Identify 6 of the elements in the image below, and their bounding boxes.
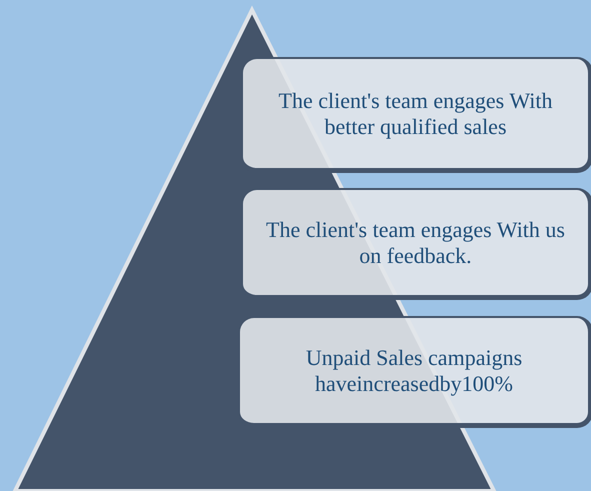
text-box [241,57,591,173]
box-text: The client's team engages With better qualified sales [278,88,554,139]
box-text: Unpaid Sales campaigns haveincreasedby100% [304,345,524,396]
box-text: The client's team engages With us on feedback. [265,217,566,268]
text-box [241,188,591,300]
text-box [238,316,591,428]
